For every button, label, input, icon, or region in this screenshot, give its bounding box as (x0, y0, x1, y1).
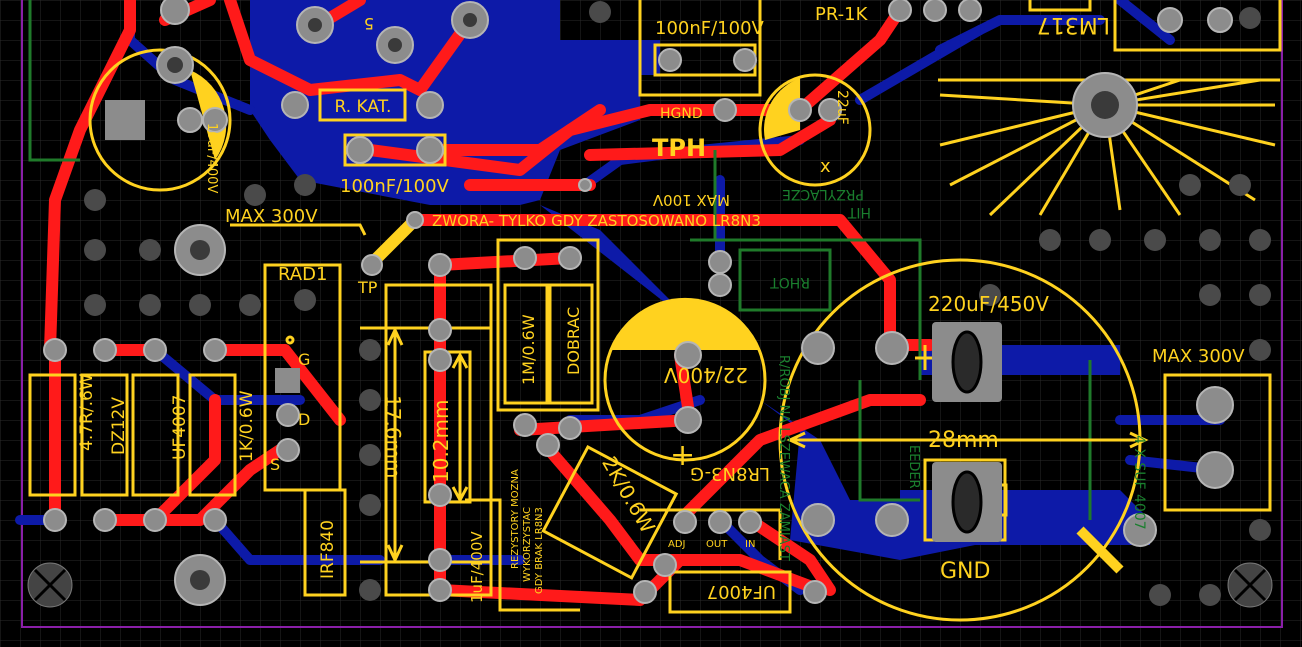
label-hit: HIT (847, 204, 871, 220)
label-dim-102: 10.2mm (429, 400, 453, 484)
label-g: G (298, 350, 310, 369)
label-bottom-text1: R/ROBJ NA LSZEWACA ZAMIAST (776, 355, 791, 561)
label-dim-176: 17.6mm (381, 395, 405, 479)
label-max100: MAX 100V (652, 191, 730, 209)
label-rad1: RAD1 (278, 264, 327, 285)
label-x-mark: x (820, 156, 831, 177)
label-rez1: REZYSTORY MOZNA (510, 469, 521, 569)
label-max300-right: MAX 300V (1152, 346, 1245, 367)
label-1m: 1M/0.6W (519, 314, 538, 385)
label-4r7: 4.7R/.6W (77, 373, 97, 451)
label-rez3: GDY BRAK LR8N3 (534, 507, 545, 594)
label-in: IN (745, 539, 755, 550)
label-220uf: 220uF/450V (928, 292, 1049, 316)
label-1k: 1K/0.6W (237, 390, 257, 462)
label-num5: 5 (364, 14, 374, 33)
label-gnd: GND (940, 559, 990, 584)
label-dobrac: DOBRAC (564, 307, 583, 375)
label-eeder: EEDER (906, 445, 921, 489)
label-dz12: DZ12V (109, 397, 129, 455)
label-plus1: + (670, 438, 695, 473)
label-hgnd: HGND (660, 106, 703, 122)
label-d: D (298, 410, 310, 429)
label-lr8n3: LR8N3-G (690, 463, 770, 484)
label-lm317: LM317 (1037, 12, 1110, 37)
label-uf4007-b: UF4007 (707, 581, 776, 602)
label-bottom-text2: 4 X SUF 4007 (1131, 435, 1147, 530)
label-100nf-top: 100nF/100V (655, 18, 765, 39)
label-22uf: 22uF (834, 90, 850, 125)
label-rhot: RHOT (770, 274, 810, 290)
label-zwora: ZWORA- TYLKO GDY ZASTOSOWANO LR8N3 (432, 212, 761, 230)
label-tph: TPH (652, 134, 706, 162)
label-1uf: 1uF/400V (468, 531, 486, 603)
label-dim-28: 28mm (928, 428, 999, 453)
label-uf4007-a: UF4007 (170, 395, 190, 461)
label-rez2: WYKORZYSTAC (522, 507, 533, 582)
pads (27, 0, 1273, 608)
label-22-400: 22/400V (664, 363, 748, 387)
label-przylacze: PRZYLACZE (782, 186, 864, 202)
silkscreen-text: R. KAT. 100nF/100V 100nF/100V PR-1K LM31… (77, 4, 1245, 603)
label-10uf: 10uF/400V (204, 123, 219, 193)
label-out: OUT (706, 539, 728, 550)
label-100nf-mid: 100nF/100V (340, 176, 450, 197)
label-adj: ADJ (668, 539, 686, 550)
label-pr-1k: PR-1K (815, 4, 869, 25)
label-irf840: IRF840 (318, 520, 338, 579)
label-s: S (270, 455, 280, 474)
label-max300-left: MAX 300V (225, 206, 318, 227)
board-outline (21, 0, 1283, 628)
label-r-kat: R. KAT. (335, 97, 392, 117)
label-tp: TP (357, 278, 378, 297)
